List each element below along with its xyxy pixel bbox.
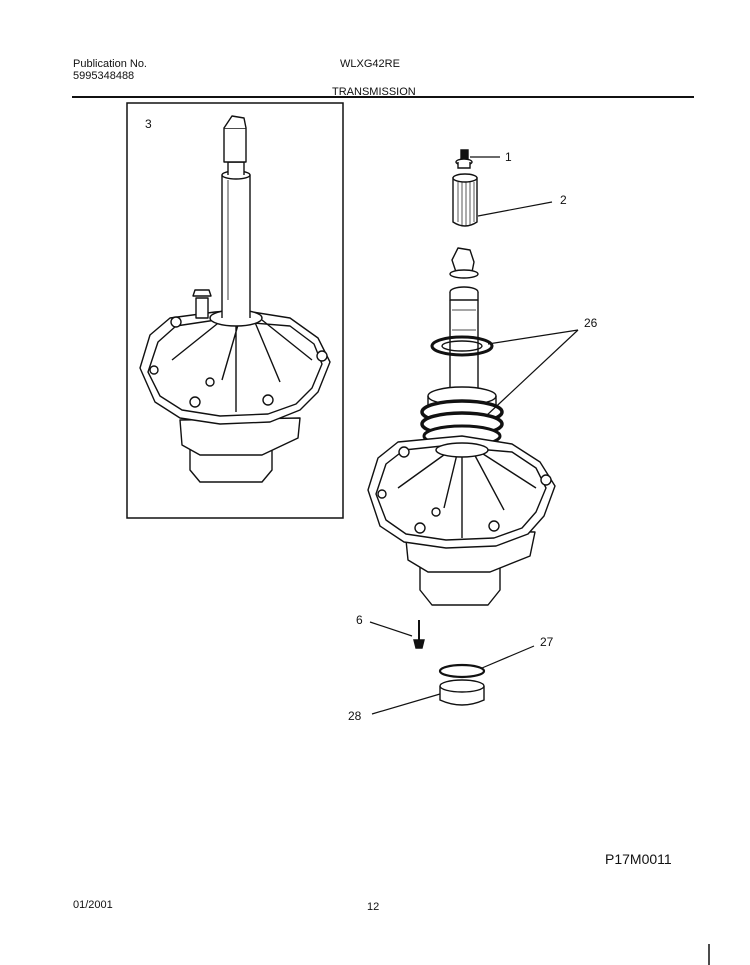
drawing-code: P17M0011 bbox=[605, 851, 672, 867]
page-number: 12 bbox=[367, 901, 380, 913]
transmission-assembly-main bbox=[367, 247, 556, 606]
section-title: TRANSMISSION bbox=[332, 86, 416, 98]
part-6-screw bbox=[413, 620, 425, 649]
footer-date: 01/2001 bbox=[73, 899, 113, 911]
part-27-ring bbox=[438, 663, 486, 679]
part-28-bushing bbox=[439, 679, 485, 706]
publication-number: 5995348488 bbox=[73, 70, 135, 82]
callout-1: 1 bbox=[505, 150, 512, 164]
transmission-assembly-inset bbox=[139, 115, 331, 483]
model-number: WLXG42RE bbox=[340, 58, 400, 70]
callout-6: 6 bbox=[356, 613, 363, 627]
part-1-nut bbox=[455, 149, 473, 169]
inset-frame bbox=[126, 102, 344, 519]
publication-label: Publication No. bbox=[73, 58, 147, 70]
callout-2: 2 bbox=[560, 193, 567, 207]
callout-26: 26 bbox=[584, 316, 598, 330]
callout-27: 27 bbox=[540, 635, 554, 649]
callout-28: 28 bbox=[348, 709, 362, 723]
part-2-splined-coupling bbox=[452, 173, 478, 227]
leader-lines bbox=[369, 156, 579, 715]
callout-3: 3 bbox=[145, 117, 152, 131]
header-rule bbox=[72, 96, 694, 98]
